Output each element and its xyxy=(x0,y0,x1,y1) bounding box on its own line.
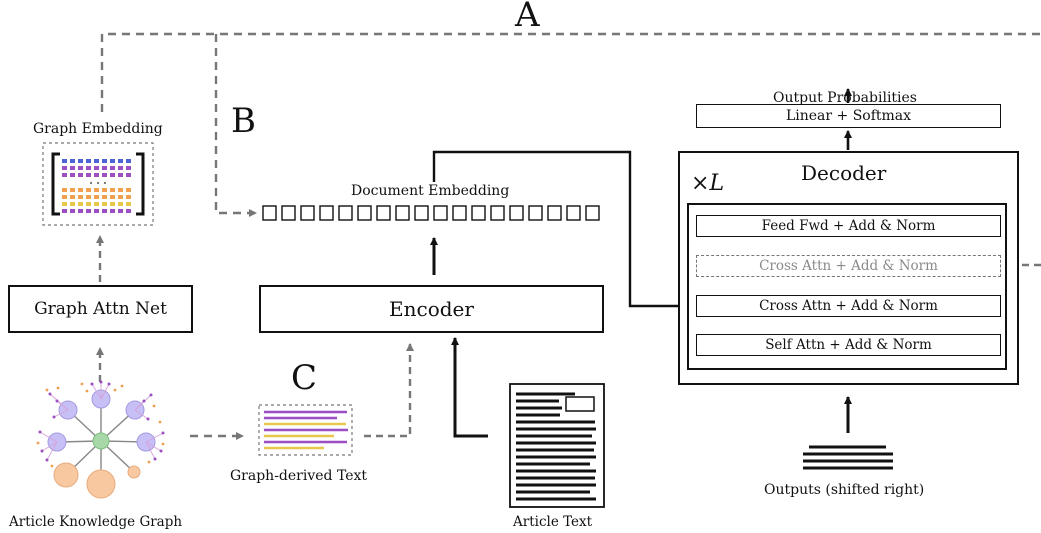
linear-softmax-box: Linear + Softmax xyxy=(696,104,1001,128)
graph-derived-text-icon xyxy=(258,404,353,456)
arrow-article-to-encoder xyxy=(453,341,488,438)
arrow-docembed-to-crossattn xyxy=(432,150,694,310)
decoder-title: Decoder xyxy=(801,161,887,185)
outputs-icon xyxy=(803,445,893,470)
graph-attn-net-box: Graph Attn Net xyxy=(8,285,193,333)
self-attention-layer: Self Attn + Add & Norm xyxy=(696,334,1001,356)
cross-attention-layer: Cross Attn + Add & Norm xyxy=(696,295,1001,317)
label-c: C xyxy=(291,358,318,398)
label-b: B xyxy=(231,101,256,141)
knowledge-graph-illustration xyxy=(36,380,165,499)
knowledge-graph-label: Article Knowledge Graph xyxy=(9,514,183,530)
repeat-symbol: × xyxy=(691,171,710,196)
connector-b xyxy=(214,34,257,217)
feed-forward-layer: Feed Fwd + Add & Norm xyxy=(696,215,1001,237)
output-probabilities-label: Output Probabilities xyxy=(773,90,917,106)
repeat-indicator: ×L xyxy=(691,171,724,196)
connector-c xyxy=(364,343,414,438)
label-a: A xyxy=(515,0,540,35)
graph-embedding-icon xyxy=(42,142,154,226)
document-embedding-vector xyxy=(262,205,600,221)
encoder-box: Encoder xyxy=(259,285,604,333)
document-embedding-label: Document Embedding xyxy=(351,183,510,199)
article-text-icon xyxy=(509,383,605,508)
graph-derived-text-label: Graph-derived Text xyxy=(230,468,368,484)
article-text-label: Article Text xyxy=(513,514,593,530)
connector-a xyxy=(100,32,1041,112)
outputs-label: Outputs (shifted right) xyxy=(764,482,925,498)
optional-cross-attention-layer: Cross Attn + Add & Norm xyxy=(696,255,1001,277)
graph-embedding-label: Graph Embedding xyxy=(33,121,163,137)
repeat-variable: L xyxy=(709,171,725,196)
